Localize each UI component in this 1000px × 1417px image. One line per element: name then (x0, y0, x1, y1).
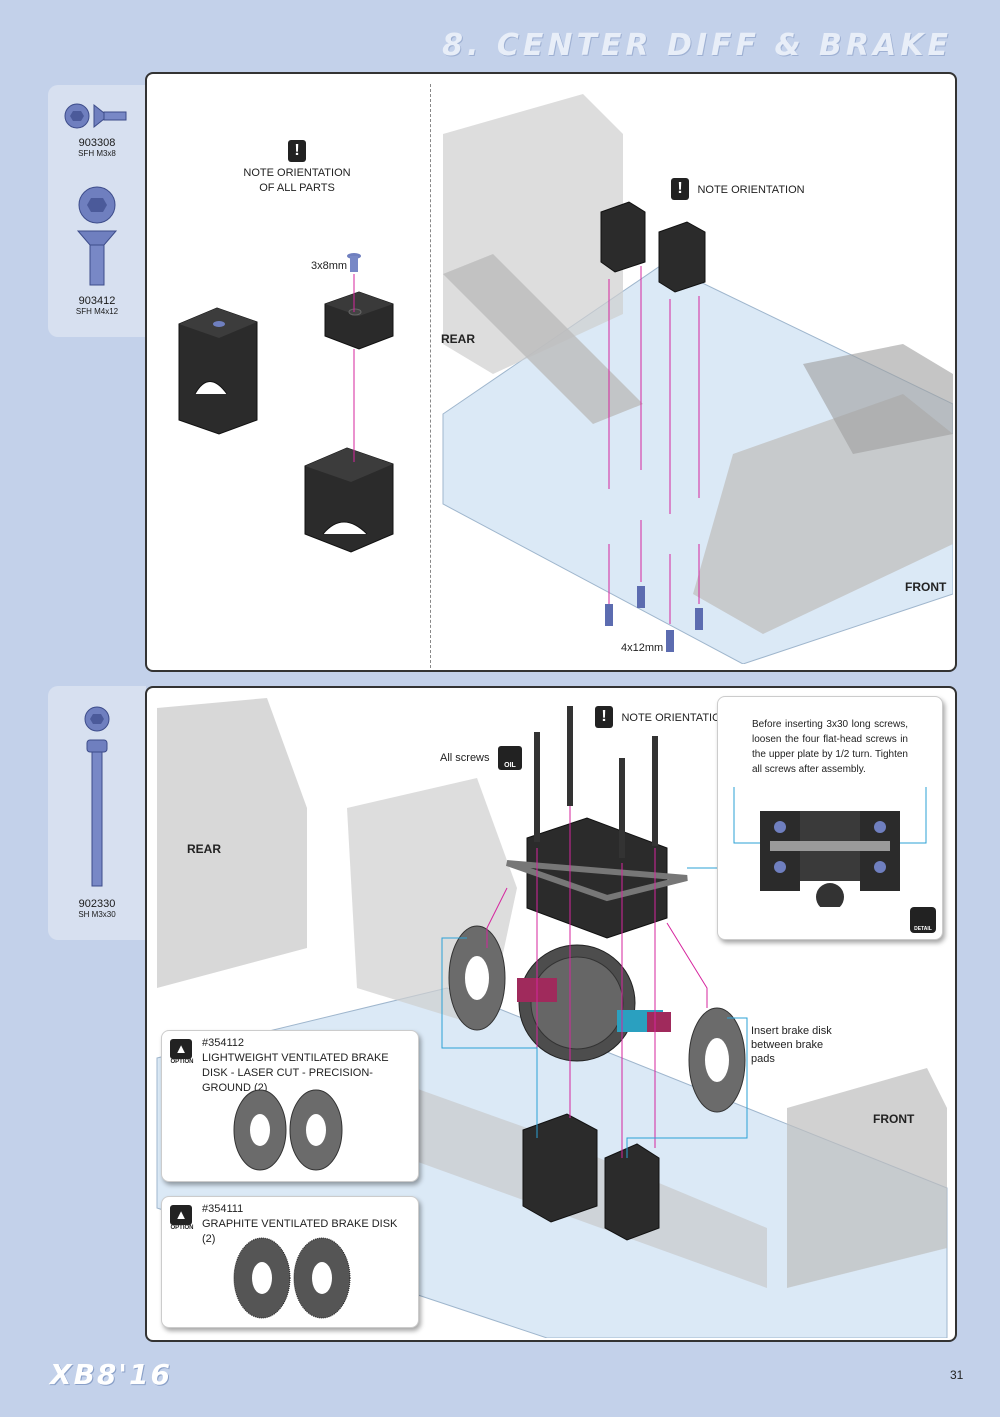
part-number: 903412 (78, 295, 116, 307)
option-desc: GRAPHITE VENTILATED BRAKE DISK (2) (202, 1218, 398, 1245)
screw-m4x12-icon (74, 185, 120, 294)
brake-disk-laser-drawing (233, 1089, 343, 1171)
note-orientation: ! NOTE ORIENTATION (595, 706, 729, 728)
part-number: 903308 (78, 137, 116, 149)
warning-icon: ! (288, 140, 306, 162)
screw-4x12-label: 4x12mm (621, 642, 664, 654)
front-label: FRONT (873, 1112, 915, 1126)
section-title: 8. CENTER DIFF & BRAKE (442, 28, 952, 63)
bulkhead-assembly-drawing (178, 253, 394, 553)
screw-3x8-label: 3x8mm (311, 260, 348, 272)
rear-label: REAR (441, 332, 476, 346)
step-1-panel: ! NOTE ORIENTATION OF ALL PARTS 3x8mm (145, 72, 957, 672)
chassis-drawing (442, 94, 953, 664)
detail-label: DETAIL (914, 926, 932, 932)
detail-drawing (733, 787, 927, 907)
screw-3x8-icon (347, 253, 361, 272)
option-box-2: ▲ OPTION #354111 GRAPHITE VENTILATED BRA… (161, 1196, 419, 1328)
option-part: #354111 (202, 1203, 244, 1215)
note-orientation-all: ! NOTE ORIENTATION OF ALL PARTS (242, 140, 352, 196)
option-thumb-icon: ▲ OPTION (170, 1039, 194, 1065)
screw-4x12-icon (605, 586, 703, 652)
rear-label: REAR (187, 842, 222, 856)
option-tag: OPTION (170, 1059, 194, 1065)
note-orientation: ! NOTE ORIENTATION (671, 178, 805, 200)
detail-box: Before inserting 3x30 long screws, loose… (717, 696, 943, 940)
note-orientation-text: NOTE ORIENTATION (621, 712, 729, 725)
step-2-panel: ! NOTE ORIENTATION All screws OIL REAR F… (145, 686, 957, 1342)
all-screws-text: All screws (440, 752, 490, 764)
part-desc: SH M3x30 (78, 910, 116, 919)
front-label: FRONT (905, 580, 947, 594)
part-number: 902330 (78, 898, 116, 910)
part-desc: SFH M4x12 (75, 307, 119, 316)
option-tag: OPTION (170, 1225, 194, 1231)
screw-m3x8-icon (62, 101, 132, 138)
hardware-sidebar-2: 902330 SH M3x30 (48, 686, 146, 940)
detail-text: Before inserting 3x30 long screws, loose… (752, 719, 908, 775)
option-part: #354112 (202, 1037, 245, 1049)
part-desc: SFH M3x8 (78, 149, 116, 158)
option-desc: LIGHTWEIGHT VENTILATED BRAKE DISK - LASE… (202, 1052, 389, 1094)
oil-icon: OIL (497, 746, 522, 770)
note-all-text: NOTE ORIENTATION OF ALL PARTS (243, 167, 351, 194)
brand-logo: XB8'16 (50, 1358, 172, 1391)
divider (430, 84, 431, 668)
hardware-sidebar-1: 903308 SFH M3x8 903412 SFH M4x12 (48, 85, 146, 337)
note-orientation-text: NOTE ORIENTATION (697, 184, 805, 197)
warning-icon: ! (595, 706, 613, 728)
all-screws-note: All screws OIL (440, 746, 522, 770)
page-number: 31 (950, 1368, 964, 1382)
option-thumb-icon: ▲ OPTION (170, 1205, 194, 1231)
insert-brake-note: Insert brake disk between brake pads (751, 1025, 832, 1065)
option-box-1: ▲ OPTION #354112 LIGHTWEIGHT VENTILATED … (161, 1030, 419, 1182)
brake-disk-graphite-drawing (233, 1237, 351, 1319)
warning-icon: ! (671, 178, 689, 200)
oil-icon-text: OIL (504, 762, 516, 769)
detail-magnifier-icon: DETAIL (910, 907, 936, 933)
screw-m3x30-icon (82, 704, 112, 895)
